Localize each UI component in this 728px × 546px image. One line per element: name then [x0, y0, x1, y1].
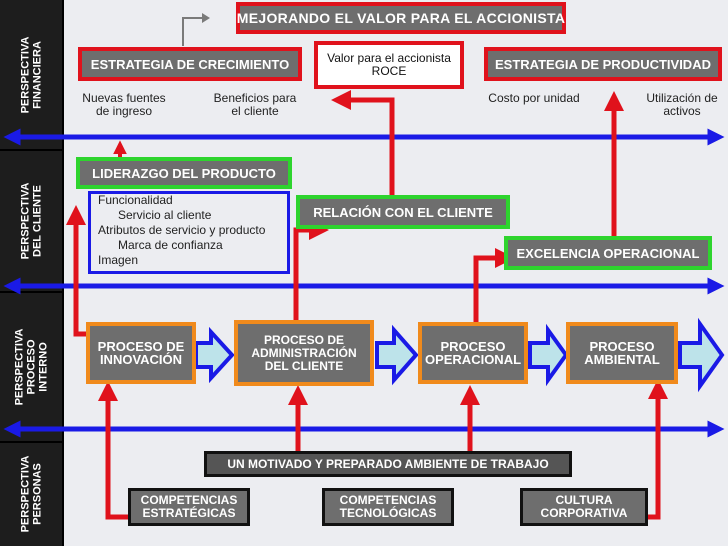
- relation-to-benefits-connector: [331, 90, 395, 198]
- innovation-to-leadership-connector: [66, 205, 86, 337]
- goal-arrow-head: [202, 13, 210, 23]
- attribute-item: Servicio al cliente: [118, 208, 212, 222]
- asset-use-label: Utilización de activos: [646, 91, 718, 118]
- attribute-item: Imagen: [98, 253, 139, 267]
- technological-competencies: COMPETENCIAS TECNOLÓGICAS: [322, 488, 454, 526]
- growth-strategy-label: ESTRATEGIA DE CRECIMIENTO: [90, 56, 290, 72]
- lane-cliente: PERSPECTIVA DEL CLIENTE: [0, 150, 62, 292]
- client-admin-process-label: PROCESO DE ADMINISTRACIÓN DEL CLIENTE: [251, 332, 357, 373]
- product-leadership-label: LIDERAZGO DEL PRODUCTO: [92, 165, 276, 181]
- growth-strategy: ESTRATEGIA DE CRECIMIENTO: [78, 47, 302, 81]
- corporate-culture-label: CULTURA CORPORATIVA: [540, 493, 628, 520]
- environmental-process-label: PROCESO AMBIENTAL: [584, 339, 660, 367]
- innovation-process: PROCESO DE INNOVACIÓN: [86, 322, 196, 384]
- lane-personas: PERSPECTIVA PERSONAS: [0, 442, 62, 546]
- unit-cost-label: Costo por unidad: [488, 91, 580, 105]
- admin-to-relationship-connector: [293, 220, 329, 322]
- productivity-strategy-label: ESTRATEGIA DE PRODUCTIVIDAD: [495, 56, 711, 72]
- work-environment-label: UN MOTIVADO Y PREPARADO AMBIENTE DE TRAB…: [227, 456, 549, 471]
- customer-relationship-label: RELACIÓN CON EL CLIENTE: [313, 204, 493, 220]
- client-admin-process: PROCESO DE ADMINISTRACIÓN DEL CLIENTE: [234, 320, 374, 386]
- process-flow-arrow: [194, 326, 235, 384]
- customer-attributes: [88, 191, 290, 274]
- new-income-label: Nuevas fuentes de ingreso: [82, 91, 166, 118]
- client-benefits-label: Beneficios para el cliente: [213, 91, 297, 118]
- corporate-culture: CULTURA CORPORATIVA: [520, 488, 648, 526]
- lane-divider: [0, 441, 62, 443]
- innovation-process-label: PROCESO DE INNOVACIÓN: [97, 339, 185, 367]
- strategic-competencies-label: COMPETENCIAS ESTRATÉGICAS: [140, 493, 238, 520]
- operational-to-excellence-connector: [473, 248, 515, 322]
- work-environment: UN MOTIVADO Y PREPARADO AMBIENTE DE TRAB…: [204, 451, 572, 477]
- operational-process: PROCESO OPERACIONAL: [418, 322, 528, 384]
- lane-divider: [0, 149, 62, 151]
- process-flow-arrow: [528, 323, 569, 387]
- shareholder-value-goal-label: MEJORANDO EL VALOR PARA EL ACCIONISTA: [236, 9, 566, 26]
- productivity-strategy: ESTRATEGIA DE PRODUCTIVIDAD: [484, 47, 722, 81]
- process-flow-arrow: [678, 317, 725, 393]
- environmental-process: PROCESO AMBIENTAL: [566, 322, 678, 384]
- shareholder-value-roce-label: Valor para el accionista ROCE: [327, 51, 451, 78]
- process-flow-arrow: [375, 324, 419, 386]
- technological-competencies-label: COMPETENCIAS TECNOLÓGICAS: [339, 493, 437, 520]
- operational-excellence: EXCELENCIA OPERACIONAL: [504, 236, 712, 270]
- strategic-to-innovation-connector: [98, 381, 130, 520]
- attribute-item: Funcionalidad: [98, 193, 173, 207]
- operational-excellence-label: EXCELENCIA OPERACIONAL: [516, 245, 700, 261]
- customer-relationship: RELACIÓN CON EL CLIENTE: [296, 195, 510, 229]
- lane-financiera: PERSPECTIVA FINANCIERA: [0, 0, 62, 150]
- goal-arrow: [182, 17, 203, 46]
- attribute-item: Marca de confianza: [118, 238, 223, 252]
- lane-proceso: PERSPECTIVA PROCESO INTERNO: [0, 292, 62, 442]
- product-leadership: LIDERAZGO DEL PRODUCTO: [76, 157, 292, 189]
- culture-to-environmental-connector: [646, 379, 668, 520]
- attribute-item: Atributos de servicio y producto: [98, 223, 266, 237]
- shareholder-value-goal: MEJORANDO EL VALOR PARA EL ACCIONISTA: [236, 2, 566, 34]
- strategic-competencies: COMPETENCIAS ESTRATÉGICAS: [128, 488, 250, 526]
- shareholder-value-roce: Valor para el accionista ROCE: [314, 41, 464, 89]
- operational-process-label: PROCESO OPERACIONAL: [424, 339, 522, 367]
